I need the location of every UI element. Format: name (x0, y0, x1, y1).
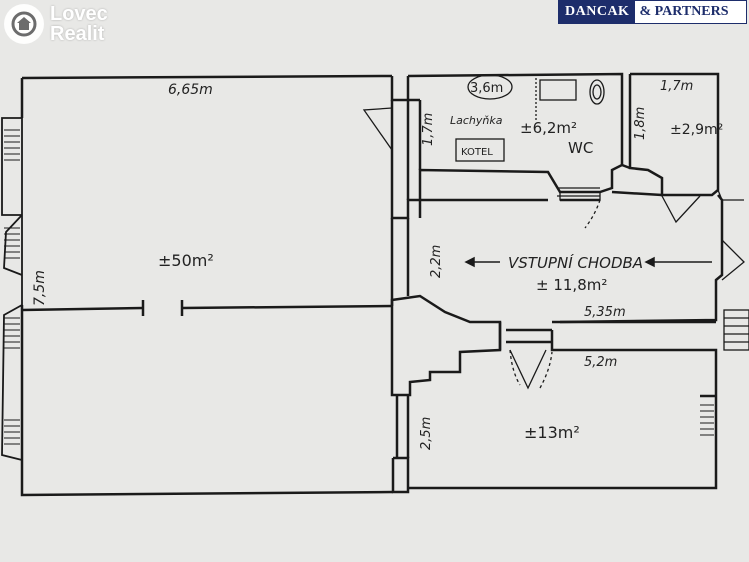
corridor-length-label: 5,35m (584, 305, 626, 320)
door-swings (362, 107, 745, 390)
bedroom-width-label: 5,2m (584, 355, 617, 370)
big-room-height-label: 7,5m (32, 270, 48, 306)
kitchen-depth-label: 1,7m (421, 113, 436, 146)
small-room-width-label: 1,7m (660, 79, 693, 94)
lovec-realit-logo: Lovec Realit (4, 2, 108, 46)
big-room-area-label: ±50m² (158, 251, 214, 270)
corridor-area-label: ± 11,8m² (536, 276, 607, 294)
big-room-width-label: 6,65m (168, 82, 213, 98)
kitchen-area-label: ±6,2m² (520, 119, 577, 137)
lovec-realit-text: Lovec Realit (50, 4, 108, 44)
house-icon (4, 4, 44, 44)
kitchen-name-label: Lachyňka (450, 114, 503, 127)
corridor-height-label: 2,2m (429, 245, 444, 278)
small-room-area-label: ±2,9m² (670, 122, 723, 138)
wc-label: WC (568, 139, 593, 157)
logo-part-2: & PARTNERS (639, 4, 729, 19)
dancak-partners-logo: DANCAK & PARTNERS (558, 0, 747, 24)
window-bays (1, 117, 23, 461)
fixtures (455, 74, 749, 351)
bedroom-area-label: ±13m² (524, 423, 580, 442)
direction-arrows (464, 256, 712, 268)
window-hatching (4, 129, 714, 445)
kotel-label: KOTEL (461, 147, 493, 158)
bedroom-height-label: 2,5m (419, 417, 434, 450)
logo-line-2: Realit (50, 23, 105, 45)
corridor-name-label: VSTUPNÍ CHODBA (508, 253, 643, 272)
wc-depth-label: 1,8m (633, 107, 648, 140)
logo-line-1: Lovec (50, 3, 108, 25)
logo-part-1: DANCAK (559, 1, 636, 23)
kitchen-circle-label: 3,6m (470, 81, 503, 96)
